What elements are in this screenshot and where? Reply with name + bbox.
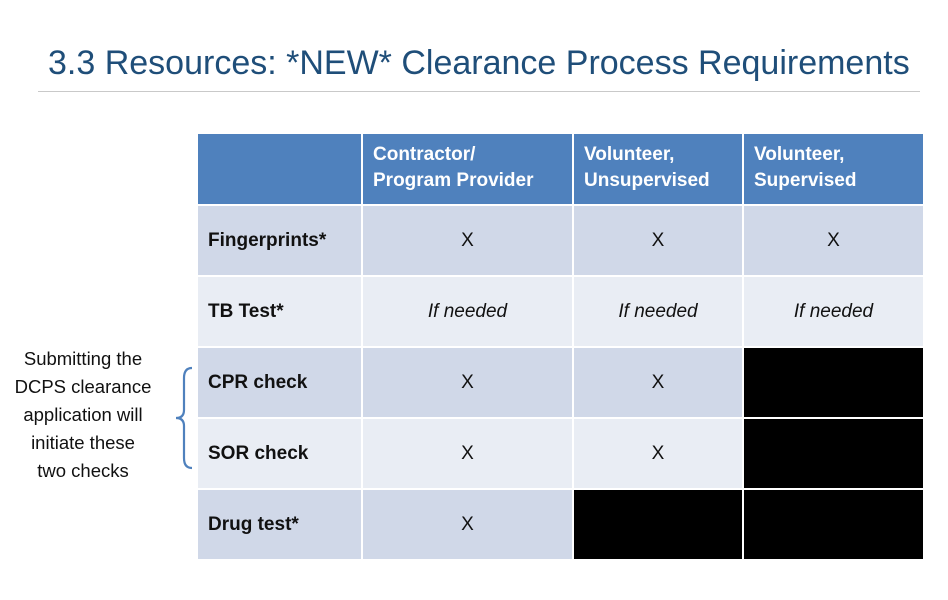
column-header-line: Contractor/ (373, 144, 476, 165)
table-row: Drug test* X (198, 490, 923, 559)
side-note-line: DCPS clearance (14, 376, 152, 397)
cell-value: X (461, 513, 474, 535)
table-header-row: Contractor/ Program Provider Volunteer, … (198, 134, 923, 204)
page-title: 3.3 Resources: *NEW* Clearance Process R… (48, 44, 910, 82)
cell-value: If needed (427, 300, 508, 322)
row-label: TB Test* (198, 277, 361, 346)
cell-value: X (827, 229, 840, 251)
table-row: TB Test* If needed If needed If needed (198, 277, 923, 346)
side-note-line: application will (23, 404, 143, 425)
blocked-cell (574, 490, 742, 559)
cell-value: X (651, 229, 665, 251)
column-header-line: Supervised (754, 170, 857, 191)
header-corner (198, 134, 361, 204)
row-label: Drug test* (198, 490, 361, 559)
table-cell: If needed (744, 277, 923, 346)
table-cell: X (363, 206, 572, 275)
cell-value: If needed (618, 300, 698, 322)
table-cell: X (574, 348, 742, 417)
table-row: CPR check X X (198, 348, 923, 417)
table-cell: X (574, 206, 742, 275)
table-cell: X (574, 419, 742, 488)
side-note-line: Submitting the (23, 348, 143, 369)
column-header-line: Volunteer, (754, 144, 845, 165)
curly-bracket-icon (175, 366, 193, 470)
blocked-cell (744, 419, 923, 488)
cell-value: X (461, 229, 474, 251)
table-body: Fingerprints* X X X TB Test* If needed If need… (198, 206, 923, 559)
side-note-line: initiate these (31, 432, 135, 453)
table-cell: X (744, 206, 923, 275)
side-note-line: two checks (37, 460, 129, 481)
table-cell: If needed (574, 277, 742, 346)
cell-value: X (461, 442, 474, 464)
column-header-contractor: Contractor/ Program Provider (363, 134, 572, 204)
table-row: SOR check X X (198, 419, 923, 488)
clearance-requirements-table: Contractor/ Program Provider Volunteer, … (196, 132, 925, 561)
blocked-cell (744, 348, 923, 417)
blocked-cell (744, 490, 923, 559)
row-label: Fingerprints* (198, 206, 361, 275)
side-note: Submitting the DCPS clearance applicatio… (0, 345, 166, 485)
column-header-line: Program Provider (373, 170, 534, 191)
table-cell: X (363, 490, 572, 559)
row-label: SOR check (198, 419, 361, 488)
column-header-line: Volunteer, (584, 144, 675, 165)
column-header-line: Unsupervised (584, 170, 710, 191)
row-label: CPR check (198, 348, 361, 417)
column-header-volunteer-unsupervised: Volunteer, Unsupervised (574, 134, 742, 204)
table-cell: X (363, 419, 572, 488)
column-header-volunteer-supervised: Volunteer, Supervised (744, 134, 923, 204)
table-row: Fingerprints* X X X (198, 206, 923, 275)
cell-value: X (651, 371, 665, 393)
cell-value: X (651, 442, 665, 464)
table-cell: X (363, 348, 572, 417)
cell-value: X (461, 371, 474, 393)
cell-value: If needed (793, 300, 874, 322)
table-cell: If needed (363, 277, 572, 346)
title-divider (38, 91, 920, 92)
